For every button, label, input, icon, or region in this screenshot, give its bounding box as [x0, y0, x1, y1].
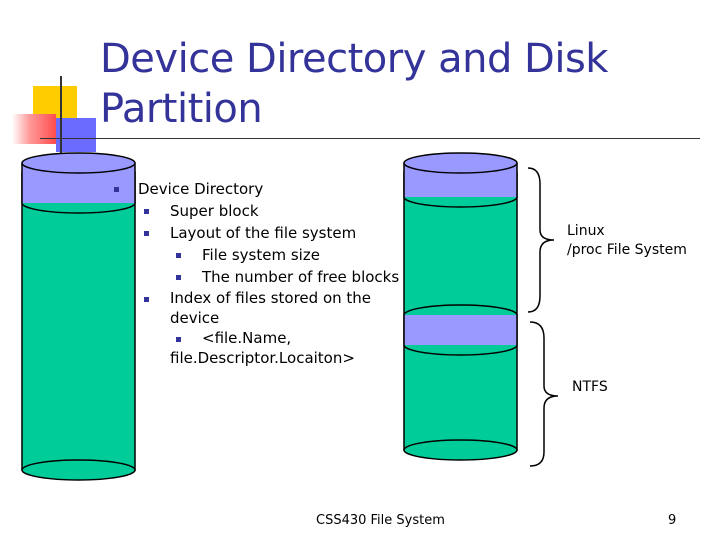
left-disk-bottom — [21, 459, 136, 481]
bullet-marker — [144, 297, 149, 302]
device-directory-disk — [21, 152, 136, 481]
bullet-marker — [176, 275, 181, 280]
bullet-list: Device Directory Super block Layout of t… — [112, 178, 402, 368]
list-item: Index of files stored on the device — [112, 288, 402, 328]
list-item: The number of free blocks — [112, 266, 402, 288]
title-line-2: Partition — [100, 86, 263, 132]
bullet-text: Layout of the file system — [170, 224, 357, 242]
title-line-1: Device Directory and Disk — [100, 36, 608, 82]
bullet-text-continued: file.Descriptor.Locaiton> — [170, 349, 355, 367]
list-item: Layout of the file system — [112, 222, 402, 244]
partitioned-disk — [403, 152, 518, 461]
bullet-marker — [114, 187, 119, 192]
bullet-marker — [144, 209, 149, 214]
ntfs-brace — [529, 321, 559, 467]
right-disk-top — [403, 152, 518, 174]
linux-label: Linux /proc File System — [567, 222, 687, 260]
bullet-marker — [144, 231, 149, 236]
bullet-text: <file.Name, — [202, 329, 292, 347]
bullet-text-continued: device — [170, 309, 220, 327]
deco-vertical-line — [60, 76, 62, 160]
right-disk-body — [403, 171, 518, 451]
bullet-text: Index of files stored on the — [170, 289, 372, 307]
ntfs-partition-band — [404, 315, 517, 345]
page-number: 9 — [668, 513, 677, 528]
list-item: Super block — [112, 200, 402, 222]
left-disk-top — [21, 152, 136, 174]
page-title: Device Directory and Disk Partition — [100, 34, 700, 134]
footer-text: CSS430 File System — [316, 513, 445, 528]
bullet-text: The number of free blocks — [202, 268, 400, 286]
bullet-text: Device Directory — [138, 180, 264, 198]
bullet-marker — [176, 337, 181, 342]
ntfs-label: NTFS — [572, 379, 608, 395]
list-item: Device Directory — [112, 178, 402, 200]
list-item: <file.Name, file.Descriptor.Locaiton> — [112, 328, 402, 368]
deco-red-block — [12, 114, 56, 144]
deco-blue-block — [56, 118, 96, 152]
right-disk-bottom — [403, 439, 518, 461]
bullet-marker — [176, 253, 181, 258]
linux-brace — [527, 167, 555, 313]
bullet-text: File system size — [202, 246, 320, 264]
bullet-text: Super block — [170, 202, 259, 220]
linux-label-line-1: Linux — [567, 223, 605, 239]
list-item: File system size — [112, 244, 402, 266]
deco-horizontal-line — [40, 138, 700, 139]
linux-label-line-2: /proc File System — [567, 242, 687, 258]
